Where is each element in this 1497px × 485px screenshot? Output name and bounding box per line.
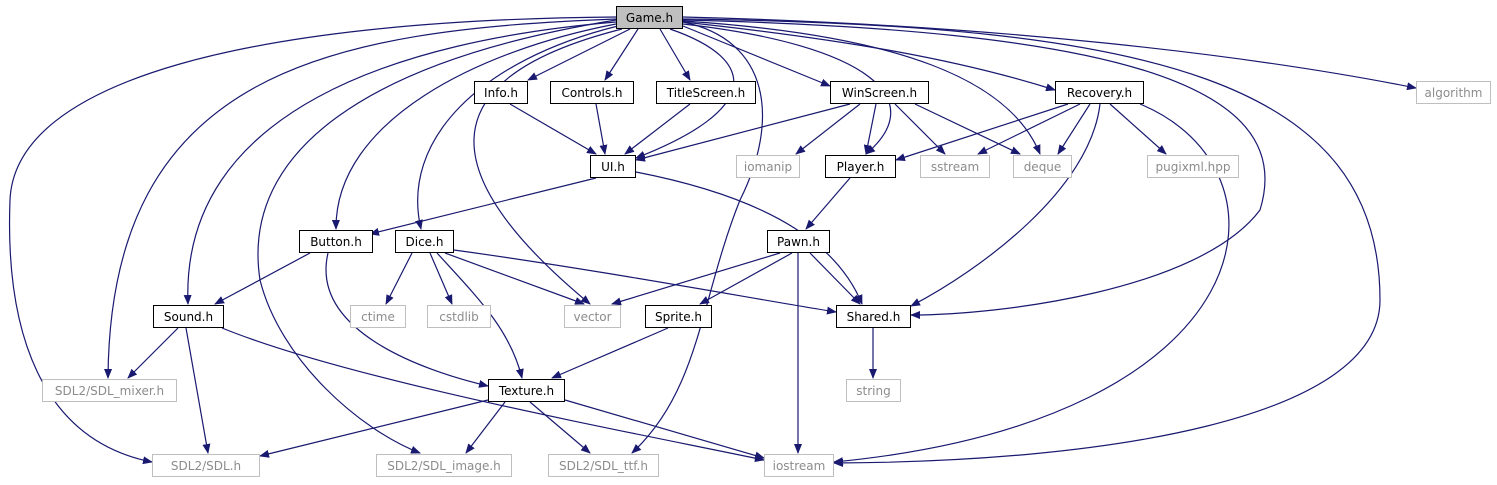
node-winscreen-h[interactable]: WinScreen.h: [830, 81, 929, 104]
edge-winscreen-to-player: [863, 103, 877, 155]
edge-button-to-sound: [214, 252, 311, 305]
node-vector: vector: [564, 305, 621, 328]
node-shared-h[interactable]: Shared.h: [836, 305, 911, 328]
edge-game-to-recovery: [682, 21, 1056, 92]
node-texture-h[interactable]: Texture.h: [488, 379, 565, 402]
node-dice-h[interactable]: Dice.h: [395, 230, 454, 253]
node-algorithm: algorithm: [1416, 81, 1491, 104]
edge-game-to-titlescreen: [659, 28, 691, 81]
edge-sound-to-sdl_mixer: [127, 327, 179, 379]
edge-game-to-winscreen: [682, 25, 831, 87]
edge-game-to-algorithm: [682, 16, 1417, 91]
node-ui-h[interactable]: UI.h: [590, 155, 636, 178]
edge-winscreen-to-sstream: [894, 103, 946, 155]
edge-dice-to-ctime: [385, 252, 413, 305]
edge-controls-to-ui: [595, 103, 608, 155]
edge-game-to-sdl_ttf: [631, 21, 764, 454]
edge-info-to-ui: [509, 103, 597, 155]
edge-winscreen-to-ui: [635, 103, 851, 162]
edge-winscreen-to-deque: [914, 103, 1021, 155]
node-sstream: sstream: [920, 155, 990, 178]
edge-dice-to-vector: [444, 252, 585, 305]
edge-game-to-deque: [682, 20, 1041, 155]
edge-recovery-to-sstream: [977, 103, 1081, 155]
node-recovery-h[interactable]: Recovery.h: [1055, 81, 1144, 104]
node-sdl2-sdl-h: SDL2/SDL.h: [152, 454, 260, 477]
edge-dice-to-cstdlib: [429, 252, 453, 305]
edge-texture-to-iostream: [564, 399, 765, 460]
node-info-h[interactable]: Info.h: [474, 81, 528, 104]
edge-recovery-to-iostream: [833, 103, 1230, 466]
node-ctime: ctime: [350, 305, 406, 328]
edge-player-to-pawn: [805, 177, 851, 230]
edge-pawn-to-vector: [611, 252, 781, 306]
edge-game-to-sound: [183, 21, 617, 305]
edge-dice-to-shared: [453, 249, 837, 315]
node-cstdlib: cstdlib: [427, 305, 491, 328]
edge-recovery-to-pugixml: [1109, 103, 1167, 155]
edge-recovery-to-deque: [1057, 103, 1091, 155]
edge-sound-to-sdl: [185, 327, 211, 454]
node-player-h[interactable]: Player.h: [825, 155, 896, 178]
edge-texture-to-sdl_image: [465, 401, 506, 454]
edge-pawn-to-sprite: [699, 252, 793, 305]
node-pawn-h[interactable]: Pawn.h: [767, 230, 830, 253]
edge-winscreen-to-iomanip: [795, 103, 861, 155]
edge-game-to-info: [527, 28, 631, 81]
edge-game-to-button: [331, 23, 617, 230]
node-iostream: iostream: [764, 454, 834, 477]
node-sound-h[interactable]: Sound.h: [153, 305, 224, 328]
edge-recovery-to-shared: [910, 103, 1101, 307]
edge-game-to-controls: [604, 28, 639, 81]
edge-game-to-iostream: [682, 18, 1381, 467]
node-titlescreen-h[interactable]: TitleScreen.h: [656, 81, 756, 104]
node-pugixml-hpp: pugixml.hpp: [1147, 155, 1239, 178]
node-controls-h[interactable]: Controls.h: [550, 81, 634, 104]
edge-ui-to-button: [369, 177, 597, 236]
edge-ui-to-shared: [635, 171, 863, 305]
edge-titlescreen-to-ui: [624, 103, 691, 155]
edge-sound-to-iostream: [221, 327, 765, 463]
node-sdl2-sdl-image-h: SDL2/SDL_image.h: [376, 454, 512, 477]
node-game-h: Game.h: [616, 6, 683, 29]
edge-game-to-sdl_image: [257, 19, 617, 454]
node-sprite-h[interactable]: Sprite.h: [645, 305, 712, 328]
node-sdl2-sdl-ttf-h: SDL2/SDL_ttf.h: [548, 454, 659, 477]
node-deque: deque: [1013, 155, 1072, 178]
node-string: string: [846, 379, 901, 402]
edge-dice-to-texture: [436, 252, 524, 379]
node-iomanip: iomanip: [736, 155, 800, 178]
edge-game-to-player: [682, 23, 892, 155]
edge-texture-to-sdl: [259, 399, 489, 458]
edge-recovery-to-player: [895, 103, 1069, 162]
node-button-h[interactable]: Button.h: [299, 230, 373, 253]
edge-game-to-sdl_mixer: [104, 18, 617, 379]
edge-game-to-vector: [473, 28, 623, 305]
edge-texture-to-sdl_ttf: [529, 401, 591, 454]
edge-sprite-to-texture: [551, 327, 669, 379]
edge-button-to-texture: [325, 252, 489, 388]
node-sdl2-sdl-mixer-h: SDL2/SDL_mixer.h: [42, 379, 177, 402]
edge-pawn-to-shared: [809, 252, 861, 305]
edge-game-to-dice: [415, 25, 619, 230]
edge-game-to-shared: [682, 19, 1266, 319]
